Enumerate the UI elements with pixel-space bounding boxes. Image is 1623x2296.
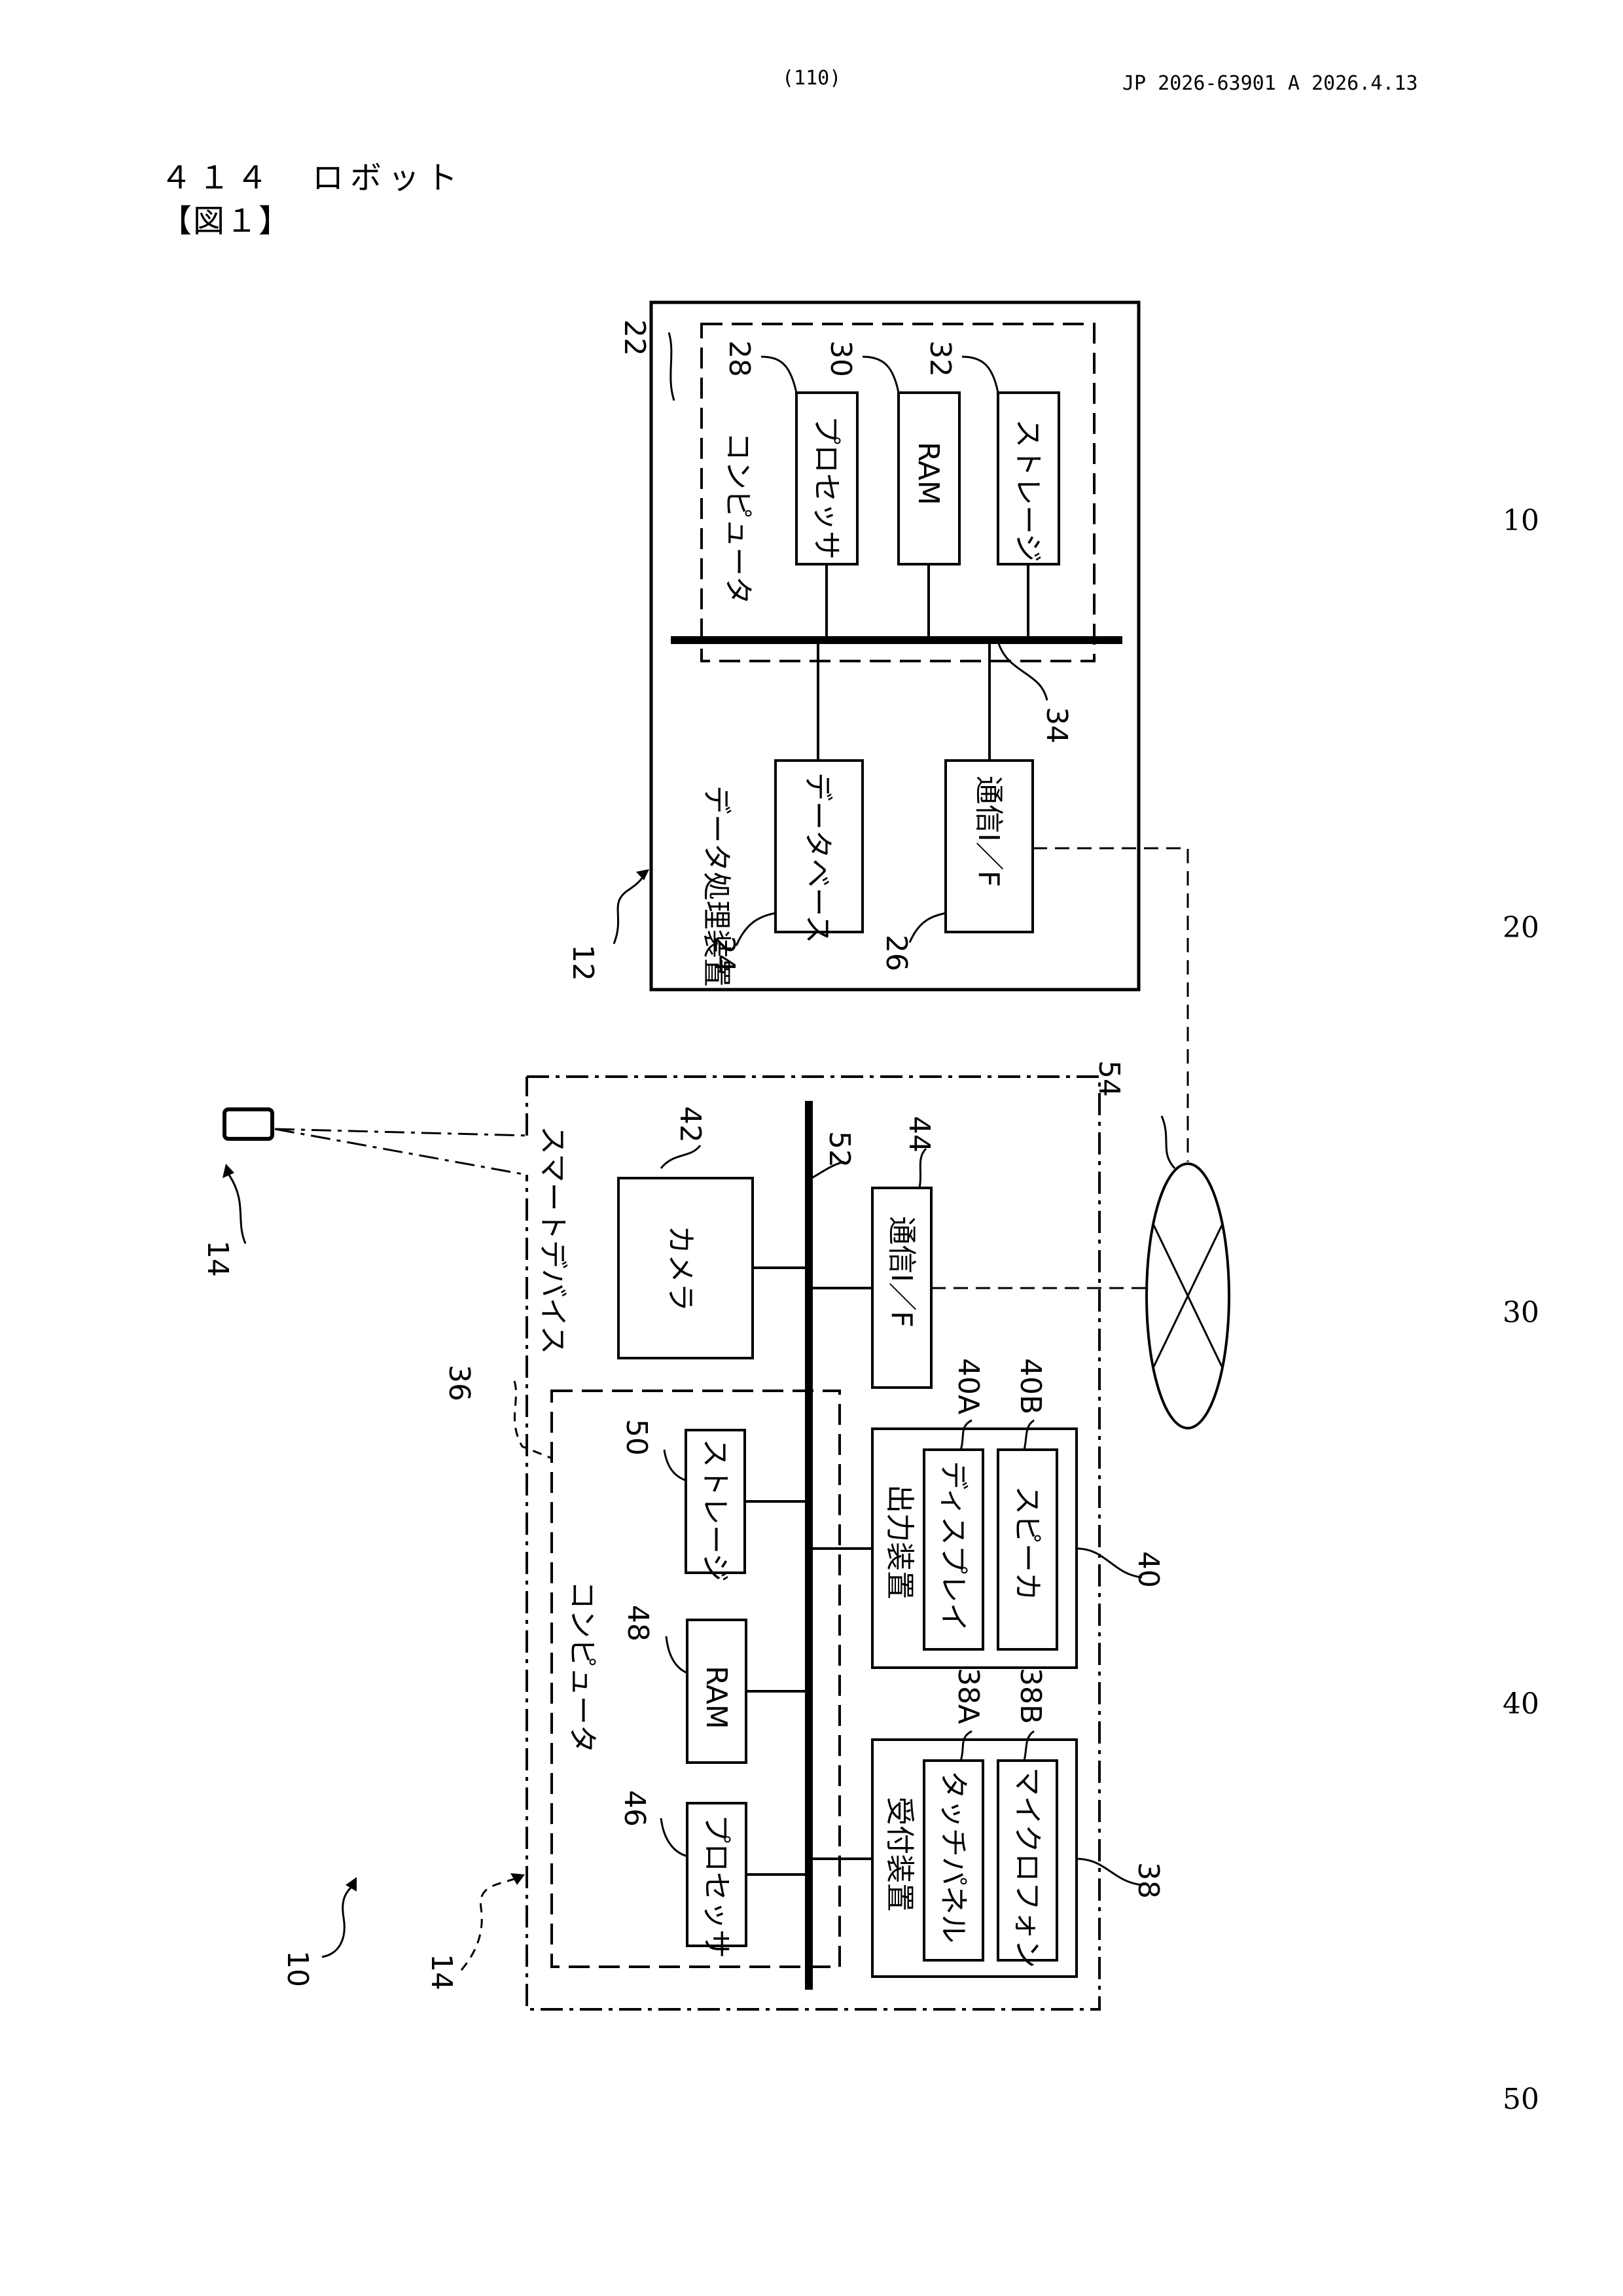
leader-14	[461, 1877, 520, 1970]
leader-54	[1162, 1116, 1175, 1168]
leader-46	[661, 1818, 687, 1856]
ref-52: 52	[823, 1131, 856, 1168]
leader-44	[919, 1149, 926, 1188]
sd-ram-label: RAM	[700, 1666, 733, 1729]
leader-38B	[1024, 1731, 1034, 1761]
ref-40A: 40A	[952, 1358, 985, 1414]
ref-14: 14	[425, 1954, 458, 1990]
ref-44: 44	[902, 1116, 936, 1153]
camera-label: カメラ	[664, 1225, 697, 1312]
sd-comm-if-label: 通信I／F	[885, 1216, 918, 1327]
ref-36: 36	[442, 1365, 476, 1401]
touch-panel-label: タッチパネル	[936, 1770, 970, 1943]
ref-30: 30	[824, 340, 857, 377]
sd-computer-label: コンピュータ	[565, 1581, 599, 1753]
ref-38B: 38B	[1014, 1668, 1047, 1724]
ref-22: 22	[618, 319, 651, 356]
ref-12: 12	[566, 944, 599, 981]
ref-40B: 40B	[1014, 1358, 1047, 1414]
leader-36	[514, 1381, 552, 1458]
leader-48	[666, 1636, 687, 1673]
ref-24: 24	[707, 936, 741, 973]
ref-46: 46	[618, 1790, 651, 1827]
ref-32: 32	[923, 340, 957, 377]
leader-10	[322, 1885, 353, 1957]
ref-40: 40	[1132, 1551, 1165, 1588]
leader-26	[910, 913, 946, 942]
sd-storage-label: ストレージ	[698, 1439, 732, 1582]
ref-14-icon: 14	[201, 1240, 234, 1277]
microphone-label: マイクロフォン	[1010, 1767, 1044, 1968]
ref-42: 42	[673, 1106, 707, 1143]
leader-14-icon	[229, 1175, 245, 1244]
output-device-label: 出力装置	[883, 1484, 916, 1600]
link-dpd-network	[1033, 848, 1188, 1162]
database-label: データベース	[801, 772, 834, 944]
smart-device-icon	[224, 1109, 272, 1139]
ref-38A: 38A	[952, 1668, 985, 1724]
leader-42	[661, 1145, 700, 1168]
ref-28: 28	[722, 340, 756, 377]
leader-30	[863, 357, 899, 393]
ref-54: 54	[1092, 1060, 1126, 1097]
sd-processor-label: プロセッサ	[700, 1814, 733, 1958]
dpd-comm-if-label: 通信I／F	[972, 776, 1005, 887]
leader-34	[998, 641, 1047, 700]
ref-48: 48	[621, 1605, 654, 1641]
dpd-computer-label: コンピュータ	[721, 432, 755, 605]
dpd-ram-label: RAM	[912, 442, 945, 505]
leader-40B	[1024, 1420, 1034, 1450]
leader-12	[614, 870, 648, 944]
ref-34: 34	[1040, 707, 1073, 744]
leader-28	[761, 357, 796, 393]
dpd-storage-label: ストレージ	[1011, 419, 1044, 562]
speaker-label: スピーカ	[1010, 1486, 1044, 1601]
ref-26: 26	[880, 935, 913, 971]
display-label: ディスプレイ	[936, 1461, 970, 1632]
leader-22	[669, 332, 674, 401]
leader-50	[664, 1450, 686, 1480]
ref-38: 38	[1132, 1862, 1165, 1899]
ref-50: 50	[620, 1419, 653, 1456]
leader-40A	[961, 1420, 972, 1450]
smart-device-label: スマートデバイス	[536, 1126, 569, 1354]
leader-32	[962, 357, 998, 393]
dpd-processor-label: プロセッサ	[810, 416, 843, 560]
leader-24	[736, 913, 776, 946]
ref-10: 10	[281, 1950, 314, 1987]
input-device-label: 受付装置	[883, 1797, 916, 1912]
leader-38A	[961, 1731, 972, 1761]
